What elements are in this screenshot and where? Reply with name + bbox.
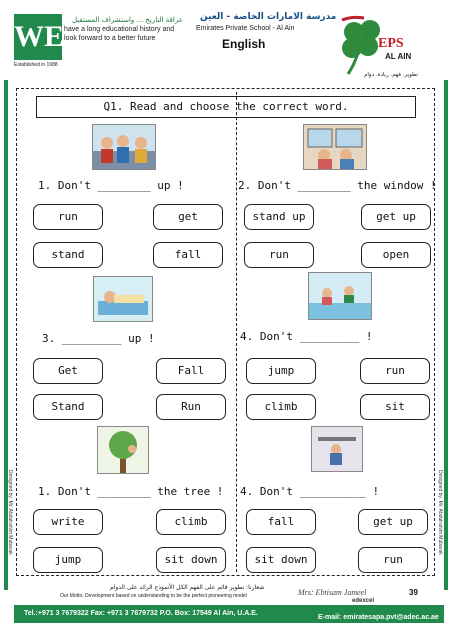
side-credit-left: Designed by: Mr. Abdulrahim Mubarak (7, 470, 13, 555)
eps-motto: تطوير. فهم. ريادة. دوام (364, 72, 418, 78)
tagline-english: have a long educational history and look… (64, 26, 175, 42)
option-fall[interactable]: fall (153, 242, 223, 268)
option-stand-up[interactable]: stand up (244, 204, 314, 230)
children-by-pool-picture (308, 272, 372, 320)
sentence-4: 4. Don't _________ ! (240, 330, 373, 343)
edexcel-logo: edexcel (352, 598, 375, 604)
contact-info: Tel.:+971 3 7679322 Fax: +971 3 7679732 … (24, 610, 258, 617)
school-name-english: Emirates Private School - Al Ain (196, 25, 295, 32)
option-sit[interactable]: sit (360, 394, 430, 420)
motto-arabic: شعارنا: تطوير قائم على الفهم الكل الأنمو… (110, 584, 265, 591)
bus-window-picture (303, 124, 367, 170)
clover-logo-icon (341, 15, 380, 75)
motto-english: Our Motto: Development based on understa… (60, 593, 247, 599)
subject-title: English (222, 37, 266, 51)
option-write[interactable]: write (33, 509, 103, 535)
sentence-2: 2. Don't ________ the window ! (238, 179, 437, 192)
option-stand[interactable]: Stand (33, 394, 103, 420)
question-title: Q1. Read and choose the correct word. (36, 96, 416, 118)
footer-bar (14, 605, 444, 623)
teacher-name: Mrs: Ebtisam Jameel (298, 588, 367, 597)
page-number: 39 (409, 588, 418, 597)
column-divider (236, 92, 237, 572)
option-sit-down[interactable]: sit down (246, 547, 316, 573)
option-run[interactable]: run (244, 242, 314, 268)
option-jump[interactable]: jump (246, 358, 316, 384)
sentence-6: 4. Don't __________ ! (240, 485, 380, 498)
option-get-up[interactable]: get up (361, 204, 431, 230)
boy-in-bed-picture (93, 276, 153, 322)
side-credit-right: Designed by: Mr. Abdulrahim Mubarak (437, 470, 443, 555)
established-text: Established in 1988 (14, 62, 58, 68)
option-get-up[interactable]: get up (358, 509, 428, 535)
option-stand[interactable]: stand (33, 242, 103, 268)
school-name-arabic: مدرسة الامارات الخاصة - العين (200, 12, 337, 22)
option-fall[interactable]: Fall (156, 358, 226, 384)
option-jump[interactable]: jump (33, 547, 103, 573)
right-green-bar (444, 80, 448, 590)
option-get[interactable]: get (153, 204, 223, 230)
option-run[interactable]: Run (156, 394, 226, 420)
option-run[interactable]: run (33, 204, 103, 230)
tagline-arabic: عراقة التاريخ ... واستشراف المستقبل (72, 16, 183, 24)
left-green-bar (4, 80, 8, 590)
worksheet-frame (16, 88, 435, 576)
we-logo: WE (14, 14, 64, 60)
sentence-5: 1. Don't ________ the tree ! (38, 485, 224, 498)
option-get[interactable]: Get (33, 358, 103, 384)
people-on-bus-picture (92, 124, 156, 170)
option-fall[interactable]: fall (246, 509, 316, 535)
option-run[interactable]: run (358, 547, 428, 573)
tree-climbing-picture (97, 426, 149, 474)
option-run[interactable]: run (360, 358, 430, 384)
email-address: E-mail: emiratesapa.pvt@adec.ac.ae (318, 614, 439, 621)
eps-al-ain: AL AIN (385, 52, 412, 61)
sentence-1: 1. Don't ________ up ! (38, 179, 184, 192)
option-sit-down[interactable]: sit down (156, 547, 226, 573)
eps-logo: EPS (378, 36, 404, 51)
option-climb[interactable]: climb (156, 509, 226, 535)
option-climb[interactable]: climb (246, 394, 316, 420)
child-falling-picture (311, 426, 363, 472)
option-open[interactable]: open (361, 242, 431, 268)
sentence-3: 3. _________ up ! (42, 332, 155, 345)
